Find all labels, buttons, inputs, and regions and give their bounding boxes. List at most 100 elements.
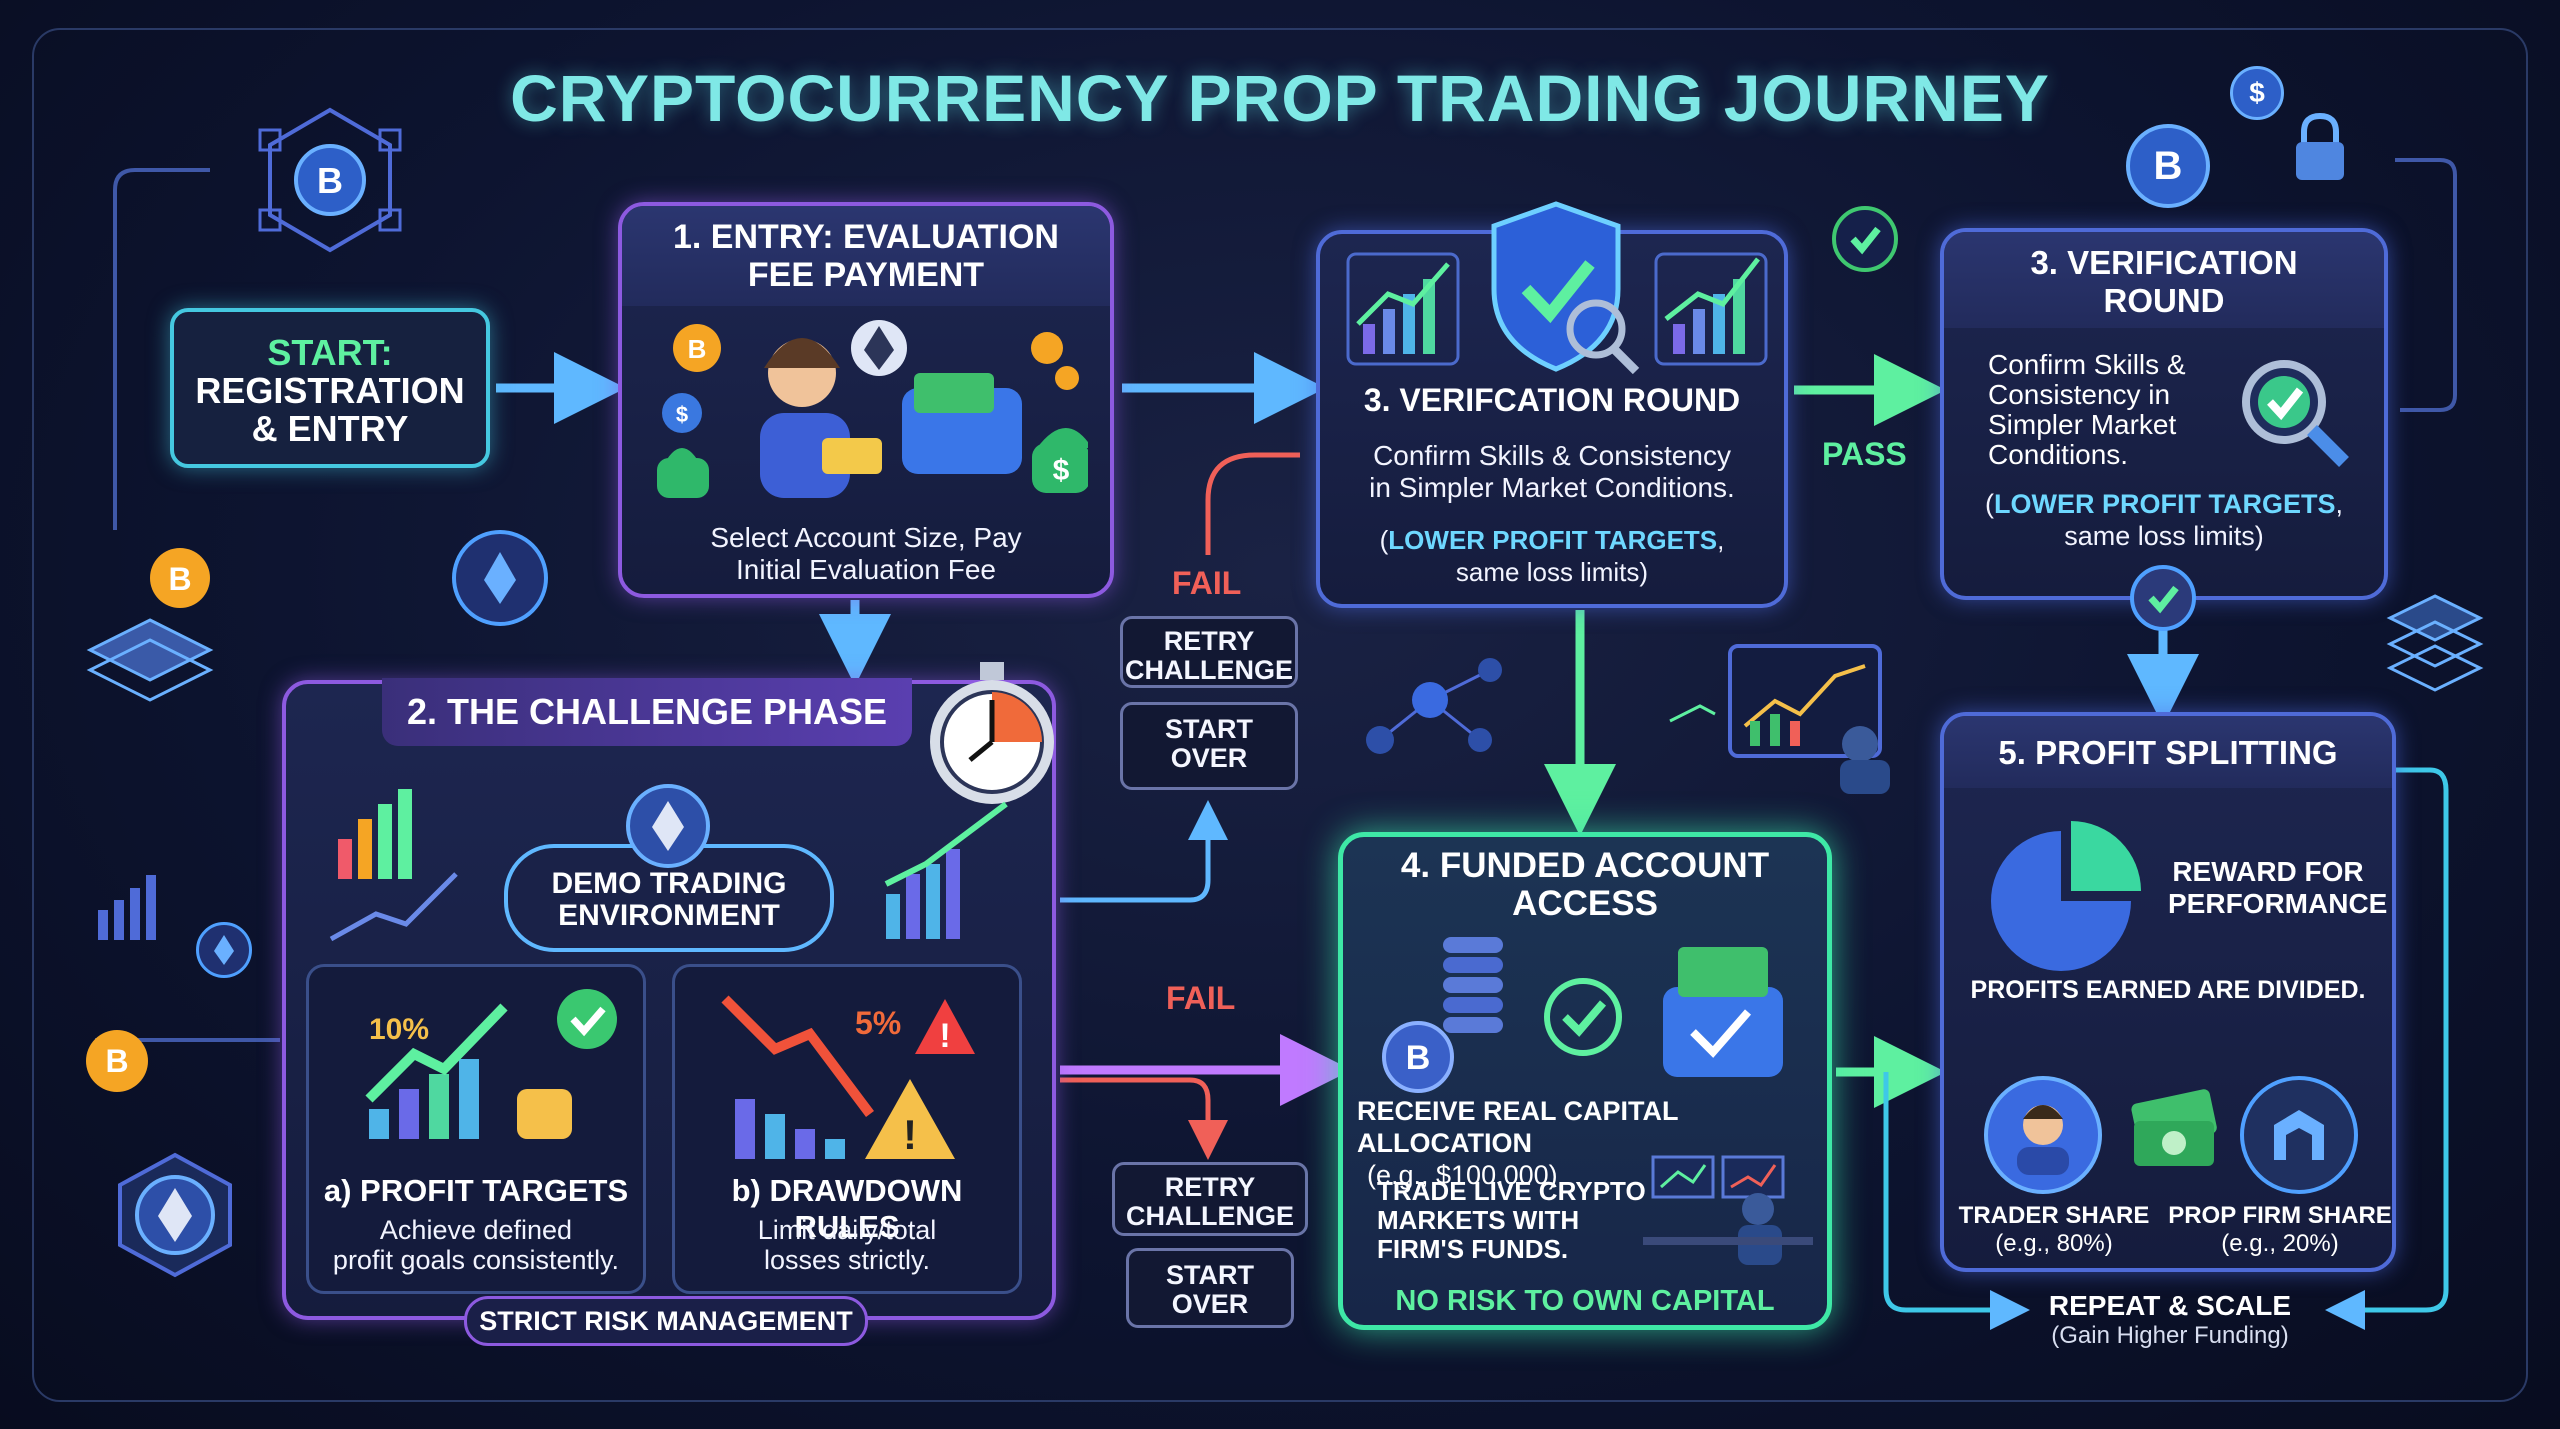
page-title: CRYPTOCURRENCY PROP TRADING JOURNEY [510, 61, 2050, 135]
svg-text:B: B [168, 561, 191, 597]
challenge-box: 2. THE CHALLENGE PHASE DEMO TRADING ENVI… [282, 662, 1056, 1320]
lock-icon [2296, 112, 2344, 180]
verification-mid-note2: same loss limits) [1455, 557, 1649, 587]
funded-heading2: ACCESS [1512, 884, 1658, 923]
drawdown-rules-title: b) DRAWDOWN RULES [731, 1173, 963, 1244]
circuit-left-1 [113, 168, 210, 530]
reward-line2: PERFORMANCE [2168, 888, 2388, 919]
profit-desc1: Achieve defined [379, 1215, 573, 1245]
drawdown-desc2: losses strictly. [763, 1245, 931, 1275]
verification-right-desc: Confirm Skills & Consistency in Simpler … [1988, 350, 2186, 470]
svg-text:!: ! [903, 1111, 917, 1158]
trader-desk-icon [1643, 1155, 1813, 1265]
trader-share: TRADER SHARE (e.g., 80%) [1944, 1202, 2164, 1258]
verification-illustration [1346, 201, 1768, 375]
blockchain-bitcoin-icon: B [258, 107, 402, 253]
svg-text:$: $ [676, 402, 688, 427]
no-risk-label: NO RISK TO OWN CAPITAL [1395, 1285, 1775, 1317]
drawdown-desc1: Limit daily/total [757, 1215, 937, 1245]
circuit-right-1 [2395, 158, 2457, 412]
profit-splitting-box: 5. PROFIT SPLITTING REWARD FOR PERFORMAN… [1940, 712, 2396, 1272]
funded-heading: 4. FUNDED ACCOUNT ACCESS [1343, 847, 1827, 923]
stopwatch-icon [930, 662, 1054, 804]
demo-line1: DEMO TRADING [551, 867, 787, 900]
profit-targets-title: a) PROFIT TARGETS [323, 1173, 629, 1208]
ethereum-hex-icon [118, 1152, 232, 1278]
firm-share: PROP FIRM SHARE (e.g., 20%) [2164, 1202, 2396, 1258]
verification-right-heading1: 3. VERIFICATION [2030, 244, 2298, 281]
entry-desc-line2: Initial Evaluation Fee [736, 554, 996, 585]
bar-mini-icon [98, 875, 156, 940]
reward-label: REWARD FOR PERFORMANCE [2168, 856, 2388, 920]
cash-icon [2131, 1089, 2217, 1166]
funded-illustration: B [1382, 937, 1783, 1093]
reward-line1: REWARD FOR [2172, 856, 2364, 887]
verification-right-heading: 3. VERIFICATION ROUND [1944, 232, 2384, 328]
verification-right-note-open: ( [1985, 489, 1994, 519]
svg-text:!: ! [939, 1017, 950, 1055]
prop-firm-icon [2240, 1076, 2358, 1194]
check-badge-icon [1832, 206, 1898, 272]
magnifier-check-icon [2242, 360, 2349, 467]
verification-right-note: (LOWER PROFIT TARGETS, same loss limits) [1944, 488, 2384, 552]
profit-targets-panel: 10% a) PROFIT TARGETS Achieve defined pr… [306, 964, 646, 1294]
svg-text:B: B [317, 160, 343, 201]
bitcoin-stack-icon: B [86, 548, 214, 702]
svg-text:$: $ [1053, 454, 1070, 487]
drawdown-chart-icon: ! ! [721, 995, 975, 1159]
fail-label-top: FAIL [1172, 565, 1242, 601]
retry-challenge-button-bottom[interactable]: RETRY CHALLENGE [1112, 1162, 1308, 1236]
loop-left-repeat [1883, 1072, 2030, 1330]
bitcoin-coin-icon: B [86, 1030, 148, 1092]
entry-heading-line1: 1. ENTRY: EVALUATION [673, 218, 1059, 256]
entry-heading-line2: FEE PAYMENT [747, 256, 985, 294]
funded-trade: TRADE LIVE CRYPTO MARKETS WITH FIRM'S FU… [1377, 1177, 1646, 1264]
verification-right-note2: same loss limits) [2064, 521, 2264, 551]
challenge-charts-icon [329, 789, 1008, 942]
verification-mid-note: (LOWER PROFIT TARGETS, same loss limits) [1320, 524, 1784, 588]
verification-right-box: 3. VERIFICATION ROUND Confirm Skills & C… [1940, 228, 2388, 600]
drawdown-rules-panel: ! ! 5% b) DRAWDOWN RULES Limit daily/tot… [672, 964, 1022, 1294]
profit-split-heading: 5. PROFIT SPLITTING [1944, 716, 2392, 788]
verification-mid-note-highlight: LOWER PROFIT TARGETS [1388, 525, 1718, 555]
verification-right-note-highlight: LOWER PROFIT TARGETS [1994, 489, 2336, 519]
trading-screen-icon [1669, 644, 1890, 794]
repeat-line2: (Gain Higher Funding) [2051, 1322, 2289, 1349]
entry-desc-line1: Select Account Size, Pay [710, 522, 1022, 553]
ethereum-small-icon [196, 922, 252, 978]
start-over-button-top[interactable]: START OVER [1120, 702, 1298, 790]
start-box: START: REGISTRATION & ENTRY [170, 308, 490, 468]
verification-mid-desc: Confirm Skills & Consistency in Simpler … [1320, 440, 1784, 504]
entry-heading: 1. ENTRY: EVALUATION FEE PAYMENT [622, 206, 1110, 306]
drawdown-rules-desc: Limit daily/total losses strictly. [675, 1215, 1019, 1275]
payment-illustration: B $ $ [657, 320, 1088, 498]
trader-avatar-icon [1984, 1076, 2102, 1194]
dollar-coin-icon: $ [2230, 66, 2284, 120]
verification-mid-note-close: , [1717, 525, 1725, 555]
start-over-button-bottom[interactable]: START OVER [1126, 1248, 1294, 1328]
network-nodes-icon [1366, 658, 1502, 754]
arrow-challenge-retry [1060, 800, 1228, 903]
demo-line2: ENVIRONMENT [558, 899, 780, 932]
trader-share-pct: (e.g., 80%) [1995, 1230, 2113, 1257]
profit-desc2: profit goals consistently. [332, 1245, 620, 1275]
verification-right-desc4: Conditions. [1988, 439, 2129, 470]
svg-text:B: B [688, 334, 707, 364]
retry-challenge-button-top[interactable]: RETRY CHALLENGE [1120, 616, 1298, 688]
profit-percent: 10% [369, 1013, 430, 1046]
pie-chart-icon [1991, 821, 2141, 971]
verification-mid-desc1: Confirm Skills & Consistency [1373, 440, 1731, 471]
fail-label-bottom: FAIL [1166, 980, 1236, 1016]
verification-right-desc2: Consistency in [1988, 379, 2171, 410]
ethereum-icon [626, 784, 710, 868]
arrow-fail-top [1205, 452, 1300, 555]
loop-right [2325, 767, 2449, 1330]
arrow-fail-bottom [1060, 1077, 1228, 1160]
start-line3: & ENTRY [251, 408, 409, 449]
verification-mid-box: 3. VERIFCATION ROUND Confirm Skills & Co… [1316, 201, 1788, 608]
trader-share-label: TRADER SHARE [1958, 1202, 2150, 1229]
start-line1: START: [267, 332, 393, 373]
bitcoin-exchange-icon: B [2126, 124, 2210, 208]
funded-trade3: FIRM'S FUNDS. [1377, 1234, 1569, 1264]
repeat-scale: REPEAT & SCALE (Gain Higher Funding) [2010, 1290, 2330, 1350]
